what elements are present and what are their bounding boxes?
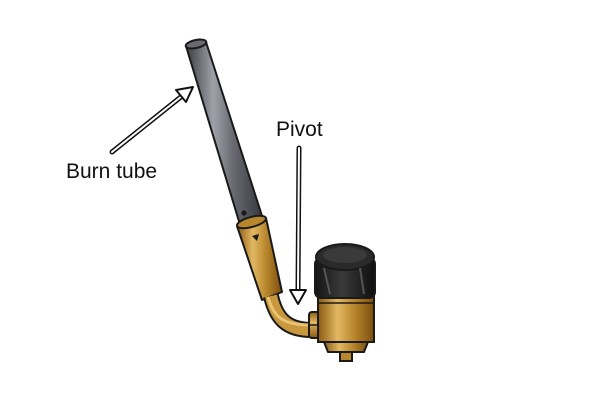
burn-tube-label: Burn tube	[66, 160, 158, 183]
tube-rivet	[241, 210, 247, 216]
control-knob	[314, 243, 376, 299]
pivot-label: Pivot	[276, 118, 323, 141]
brass-sleeve	[235, 214, 283, 301]
burn-tube-arrow	[109, 86, 194, 155]
burn-tube	[184, 38, 265, 229]
curved-pipe	[263, 293, 313, 338]
regulator-body	[317, 289, 375, 362]
sleeve-marker	[252, 234, 259, 241]
pivot-arrow	[289, 145, 307, 305]
